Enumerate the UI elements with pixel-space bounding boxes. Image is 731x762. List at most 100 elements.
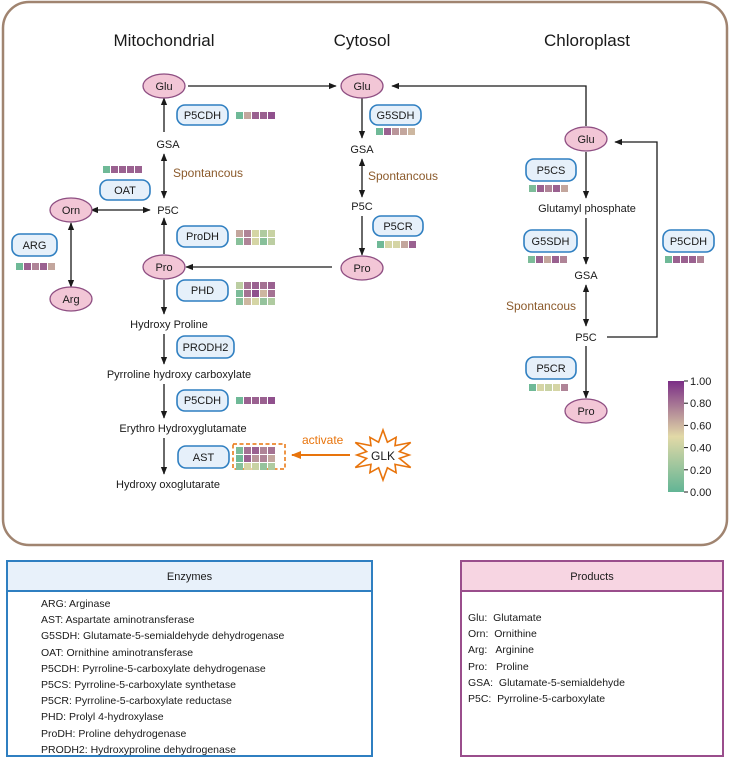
heatmap-cell (244, 290, 251, 297)
heatmap-cell (268, 112, 275, 119)
activate-label: activate (302, 433, 344, 447)
enzyme-label: ProDH (186, 231, 219, 243)
reaction-arrows (67, 82, 658, 475)
heatmap-cell (268, 455, 275, 462)
spontaneous-label-cytosol: Spontancous (368, 169, 438, 183)
metabolite-pro-mito: Pro (142, 254, 186, 280)
heatmap-cell (536, 256, 543, 263)
enzyme-legend: Enzymes ARG: Arginase AST: Aspartate ami… (6, 560, 373, 757)
heatmap-cell (260, 397, 267, 404)
heatmap-cell (268, 290, 275, 297)
metabolite-hydroxy-proline: Hydroxy Proline (130, 319, 208, 331)
heatmap-cell (377, 241, 384, 248)
heatmap-cell (409, 241, 416, 248)
enzyme-label: P5CDH (184, 395, 221, 407)
colorbar-tick-label: 0.80 (690, 398, 711, 410)
heatmap-cell (244, 397, 251, 404)
heatmap-cell (260, 238, 267, 245)
heatmap-cell (244, 230, 251, 237)
heatmap-oat (103, 166, 142, 173)
enzyme-legend-item: G5SDH: Glutamate-5-semialdehyde dehydrog… (41, 630, 285, 643)
metabolite-gsa-cytosol: GSA (350, 144, 374, 156)
heatmap-cell (244, 282, 251, 289)
metabolite-p5c-cytosol: P5C (351, 201, 372, 213)
metabolite-glu-chloroplast: Glu (564, 126, 608, 152)
heatmap-g5sdh-chloroplast (528, 256, 567, 263)
enzyme-legend-item: P5CR: Pyrroline-5-carboxylate reductase (41, 695, 232, 708)
heatmap-cell (252, 397, 259, 404)
enzyme-p5cs: P5CS (525, 158, 577, 182)
heatmap-cell (529, 185, 536, 192)
glk-activator: GLK (354, 427, 412, 483)
product-legend-title: Products (462, 562, 722, 592)
enzyme-oat: OAT (99, 179, 151, 201)
metabolite-gsa-mito: GSA (156, 139, 180, 151)
heatmap-cell (252, 463, 259, 470)
heatmap-cell (252, 112, 259, 119)
heatmap-cell (537, 384, 544, 391)
heatmap-cell (260, 298, 267, 305)
heatmap-cell (236, 397, 243, 404)
metabolite-pro-cytosol: Pro (340, 255, 384, 281)
heatmap-cell (127, 166, 134, 173)
heatmap-cell (665, 256, 672, 263)
colorbar-tick-label: 0.00 (690, 487, 711, 499)
heatmap-cell (32, 263, 39, 270)
heatmap-cell (268, 230, 275, 237)
colorbar: 1.000.800.600.400.200.00 (668, 376, 711, 499)
heatmap-cell (689, 256, 696, 263)
enzyme-g5sdh-chloroplast: G5SDH (523, 229, 578, 253)
heatmap-cell (553, 185, 560, 192)
heatmap-cell (553, 384, 560, 391)
heatmap-cell (260, 230, 267, 237)
enzyme-legend-item: ARG: Arginase (41, 598, 111, 610)
heatmap-cell (48, 263, 55, 270)
enzyme-label: PHD (191, 285, 214, 297)
heatmap-cell (236, 290, 243, 297)
heatmap-g5sdh-cytosol (376, 128, 415, 135)
heatmap-cell (236, 238, 243, 245)
heatmap-cell (385, 241, 392, 248)
heatmap-cell (545, 185, 552, 192)
product-legend-item: Pro: Proline (468, 660, 529, 673)
enzyme-label: P5CDH (184, 110, 221, 122)
heatmap-cell (681, 256, 688, 263)
heatmap-cell (252, 230, 259, 237)
enzyme-p5cdh-chloroplast: P5CDH (662, 229, 715, 253)
heatmap-cell (268, 282, 275, 289)
heatmap-cell (24, 263, 31, 270)
metabolite-label: Arg (62, 294, 79, 306)
heatmap-cell (244, 112, 251, 119)
metabolite-label: Glu (155, 81, 172, 93)
enzyme-label: AST (193, 452, 215, 464)
heatmap-cell (244, 463, 251, 470)
heatmap-cell (400, 128, 407, 135)
heatmap-phd (236, 282, 275, 305)
enzyme-legend-item: OAT: Ornithine aminotransferase (41, 646, 194, 659)
heatmap-cell (252, 455, 259, 462)
spontaneous-label-chloroplast: Spontancous (506, 299, 576, 313)
metabolite-label: Pro (353, 263, 370, 275)
heatmap-cell (673, 256, 680, 263)
enzyme-legend-list: ARG: Arginase AST: Aspartate aminotransf… (8, 592, 371, 758)
enzyme-label: P5CS (537, 165, 566, 177)
enzyme-p5cr-cytosol: P5CR (372, 215, 424, 237)
heatmap-cell (552, 256, 559, 263)
enzyme-legend-item: AST: Aspartate aminotransferase (41, 614, 195, 627)
heatmap-p5cr-chloroplast (529, 384, 568, 391)
heatmap-cell (529, 384, 536, 391)
enzyme-legend-item: PHD: Prolyl 4-hydroxylase (41, 711, 164, 724)
metabolite-p5c-mito: P5C (157, 205, 178, 217)
heatmap-cell (260, 455, 267, 462)
heatmap-cell (544, 256, 551, 263)
metabolite-glu-cytosol: Glu (340, 73, 384, 99)
heatmap-prodh (236, 230, 275, 245)
metabolite-hydroxy-oxoglutarate: Hydroxy oxoglutarate (116, 479, 220, 491)
spontaneous-label-mito: Spontancous (173, 166, 243, 180)
compartment-title-cytosol: Cytosol (334, 31, 391, 50)
heatmap-cell (244, 447, 251, 454)
heatmap-cell (260, 282, 267, 289)
heatmap-cell (528, 256, 535, 263)
heatmap-cell (260, 447, 267, 454)
heatmap-cell (260, 290, 267, 297)
